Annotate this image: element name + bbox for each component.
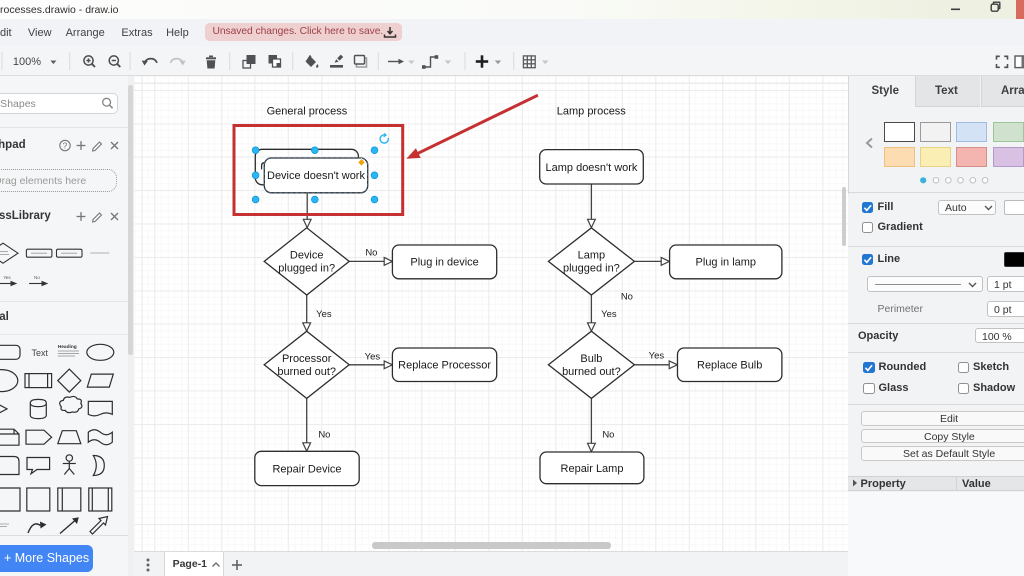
svg-text:No: No	[602, 429, 614, 440]
svg-text:Repair Lamp: Repair Lamp	[560, 463, 623, 475]
svg-text:Yes: Yes	[601, 309, 617, 320]
svg-text:Plug in device: Plug in device	[410, 257, 478, 269]
svg-text:Yes: Yes	[316, 309, 332, 320]
svg-text:Heading: Heading	[58, 344, 77, 350]
svg-text:Yes: Yes	[364, 351, 380, 362]
svg-text:burned out?: burned out?	[562, 366, 621, 378]
svg-text:Lamp process: Lamp process	[556, 106, 625, 118]
svg-text:?: ?	[63, 141, 68, 151]
svg-text:No: No	[318, 429, 330, 440]
svg-text:Device: Device	[290, 250, 324, 262]
svg-text:Plug in lamp: Plug in lamp	[695, 257, 755, 269]
svg-text:General process: General process	[266, 106, 347, 118]
svg-text:Device doesn't work: Device doesn't work	[267, 170, 365, 182]
svg-text:burned out?: burned out?	[277, 366, 336, 378]
svg-text:No: No	[34, 275, 40, 280]
svg-text:Yes: Yes	[648, 350, 664, 361]
svg-text:No: No	[365, 248, 377, 259]
svg-text:Replace Processor: Replace Processor	[398, 359, 491, 371]
svg-text:plugged in?: plugged in?	[278, 263, 335, 275]
svg-text:Text: Text	[31, 348, 48, 358]
svg-text:Repair Device: Repair Device	[272, 463, 341, 475]
svg-text:No: No	[620, 292, 632, 303]
svg-text:Replace Bulb: Replace Bulb	[697, 359, 762, 371]
svg-text:Lamp doesn't work: Lamp doesn't work	[545, 162, 637, 174]
svg-text:Bulb: Bulb	[580, 353, 602, 365]
svg-text:Lamp: Lamp	[577, 250, 604, 262]
svg-text:Processor: Processor	[282, 353, 332, 365]
svg-text:Yes: Yes	[3, 275, 11, 280]
svg-text:plugged in?: plugged in?	[563, 263, 620, 275]
